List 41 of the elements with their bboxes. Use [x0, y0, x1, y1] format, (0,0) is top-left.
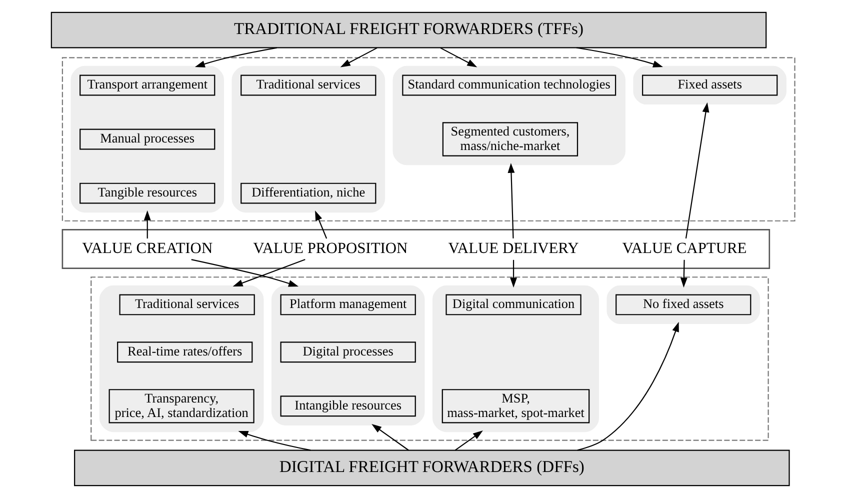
arrow: [507, 162, 514, 238]
arrow: [454, 430, 482, 451]
node-box: Fixed assets: [642, 74, 778, 96]
arrow: [680, 260, 687, 288]
cluster: [606, 285, 760, 324]
arrow: [190, 259, 298, 287]
node-box: Digital communication: [445, 294, 581, 316]
node-box: Platform management: [280, 294, 416, 316]
node-box: Intangible resources: [280, 396, 416, 417]
cluster: [70, 66, 224, 213]
node-box: Real-time rates/offers: [116, 342, 252, 363]
cluster: [432, 285, 598, 432]
node-text: VALUE CREATION: [82, 240, 212, 258]
cluster: [270, 285, 424, 426]
cluster: [632, 66, 786, 105]
arrow: [314, 210, 327, 239]
node-box: Segmented customers, mass/niche-market: [442, 122, 578, 156]
arrow: [684, 102, 709, 239]
node-box: Standard communication technologies: [402, 74, 616, 96]
node-box: Tangible resources: [79, 182, 215, 204]
node-box: Digital processes: [280, 342, 416, 363]
node-box: Transparency, price, AI, standardization: [108, 389, 254, 424]
node-box: DIGITAL FREIGHT FORWARDERS (DFFs): [74, 450, 790, 486]
cluster: [98, 285, 264, 432]
node-box: Manual processes: [79, 128, 215, 150]
node-box: Differentiation, niche: [240, 182, 376, 204]
cluster: [392, 66, 625, 166]
cluster: [61, 229, 770, 269]
node-box: Traditional services: [118, 294, 254, 316]
node-box: MSP, mass-market, spot-market: [441, 389, 590, 424]
arrow: [143, 210, 150, 238]
node-box: No fixed assets: [615, 294, 751, 316]
node-box: TRADITIONAL FREIGHT FORWARDERS (TFFs): [50, 12, 766, 48]
node-box: Transport arrangement: [79, 74, 215, 96]
node-text: VALUE CAPTURE: [622, 240, 746, 258]
node-text: VALUE DELIVERY: [448, 240, 578, 258]
arrow: [510, 260, 516, 288]
node-text: VALUE PROPOSITION: [252, 240, 408, 258]
arrow: [232, 259, 305, 287]
node-box: Traditional services: [240, 74, 376, 96]
cluster: [231, 66, 385, 213]
